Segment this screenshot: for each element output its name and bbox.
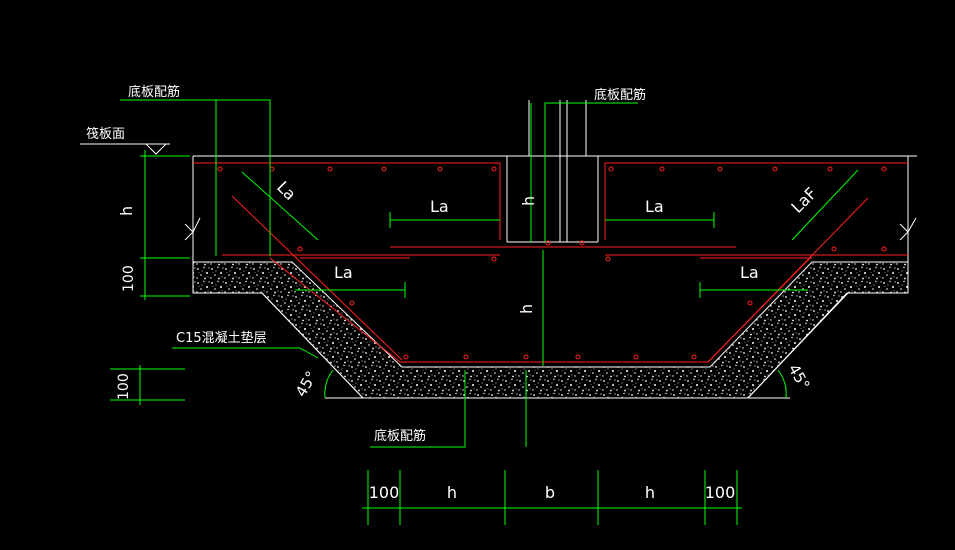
angle-right-label: 45° <box>785 361 814 393</box>
bottom-rebar-label-top-right: 底板配筋 <box>594 87 646 103</box>
dimension-label: h <box>447 483 457 502</box>
rebar-dots <box>217 166 887 360</box>
dimension-label: 100 <box>705 483 736 502</box>
angle-left-label: 45° <box>292 368 321 400</box>
slab-outline <box>80 100 917 399</box>
h-left-label: h <box>117 206 136 216</box>
dimension-lines <box>110 99 859 525</box>
h-center-label: h <box>517 304 536 314</box>
raft-surface-label: 筏板面 <box>86 126 125 142</box>
dimension-label: 100 <box>369 483 400 502</box>
bottom-rebar-label-bottom: 底板配筋 <box>374 428 426 444</box>
cushion-100-lower-label: 100 <box>116 373 132 400</box>
la-mid-left-label: La <box>334 263 353 282</box>
la-diagonal-left-label: La <box>273 177 300 204</box>
rebar-lines <box>193 162 908 363</box>
la-top-left-label: La <box>430 197 449 216</box>
la-top-right-label: La <box>645 197 664 216</box>
dimension-label: b <box>545 483 555 502</box>
la-mid-right-label: La <box>740 263 759 282</box>
h-center-top-label: h <box>519 196 538 206</box>
dimension-label: h <box>645 483 655 502</box>
concrete-cushion-label: C15混凝土垫层 <box>176 330 267 346</box>
cushion-100-left-label: 100 <box>121 265 137 292</box>
bottom-rebar-label-top-left: 底板配筋 <box>128 84 180 100</box>
laf-diagonal-right-label: LaF <box>787 184 820 217</box>
